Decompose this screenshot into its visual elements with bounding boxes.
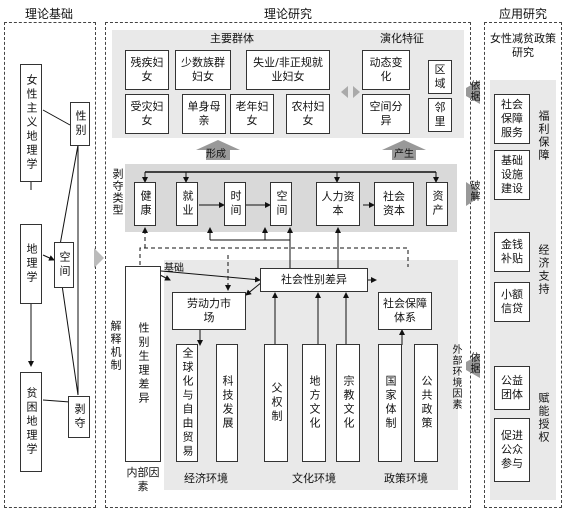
group-disabled: 残疾妇女 xyxy=(125,50,169,90)
culture-local: 地方文化 xyxy=(302,344,326,462)
groups-title: 主要群体 xyxy=(210,32,254,45)
social-security-system: 社会保障体系 xyxy=(378,292,432,330)
culture-env-label: 文化环境 xyxy=(292,472,336,485)
group-rural: 农村妇女 xyxy=(286,94,330,134)
app-infrastructure: 基础设施建设 xyxy=(494,150,530,200)
neighborhood-box: 邻里 xyxy=(428,98,452,132)
header-application: 应用研究 xyxy=(498,7,547,21)
empowerment-label: 赋能授权 xyxy=(537,392,550,444)
gender-box: 性别 xyxy=(70,102,90,146)
dep-employment: 就业 xyxy=(176,182,198,226)
culture-religion: 宗教文化 xyxy=(336,344,360,462)
poverty-geography-box: 贫困地理学 xyxy=(20,372,42,472)
evolution-title: 演化特征 xyxy=(380,32,424,45)
social-gender-diff: 社会性别差异 xyxy=(260,268,368,292)
explanation-mechanism-label: 解释机制 xyxy=(109,320,122,372)
space-box: 空间 xyxy=(54,242,74,288)
foundation-label: 基础 xyxy=(164,263,184,274)
culture-patriarchy: 父权制 xyxy=(264,344,288,462)
app-charity: 公益团体 xyxy=(494,366,530,410)
labor-market: 劳动力市场 xyxy=(172,292,246,330)
group-single-mother: 单身母亲 xyxy=(182,94,226,134)
policy-public: 公共政策 xyxy=(414,344,438,462)
deprivation-box: 剥夺 xyxy=(68,396,90,438)
welfare-label: 福利保障 xyxy=(537,110,550,162)
group-unemployed: 失业/非正规就业妇女 xyxy=(246,50,330,90)
application-title: 女性减贫政策研究 xyxy=(490,32,556,59)
policy-state-system: 国家体制 xyxy=(378,344,402,462)
solve-arrow-label: 破解 xyxy=(468,180,479,202)
theory-research-panel xyxy=(105,22,471,508)
geography-box: 地理学 xyxy=(20,224,42,304)
app-public-participation: 促进公众参与 xyxy=(494,418,530,482)
form-label: 形成 xyxy=(206,149,226,160)
dep-space: 空间 xyxy=(270,182,292,226)
economy-env-label: 经济环境 xyxy=(184,472,228,485)
dep-health: 健康 xyxy=(134,182,156,226)
econ-technology: 科技发展 xyxy=(216,344,238,462)
feminist-geography-box: 女性主义地理学 xyxy=(20,64,42,182)
policy-env-label: 政策环境 xyxy=(384,472,428,485)
region-box: 区域 xyxy=(428,60,452,94)
group-minority: 少数族群妇女 xyxy=(175,50,231,90)
internal-factor-label: 内部因素 xyxy=(126,466,160,493)
group-disaster: 受灾妇女 xyxy=(125,94,169,134)
dynamic-change: 动态变化 xyxy=(362,50,410,90)
header-theory-research: 理论研究 xyxy=(263,7,312,21)
app-social-security: 社会保障服务 xyxy=(494,94,530,144)
produce-label: 产生 xyxy=(394,149,414,160)
dep-social-capital: 社会资本 xyxy=(374,182,414,226)
app-subsidy: 金钱补贴 xyxy=(494,232,530,272)
economic-support-label: 经济支持 xyxy=(537,244,550,296)
group-elderly: 老年妇女 xyxy=(230,94,274,134)
gender-bio-diff: 性别生理差异 xyxy=(125,266,161,462)
application-panel xyxy=(484,22,562,508)
dep-assets: 资产 xyxy=(426,182,448,226)
econ-globalization: 全球化与自由贸易 xyxy=(176,344,198,462)
spatial-differentiation: 空间分异 xyxy=(362,94,410,134)
header-theory-basis: 理论基础 xyxy=(24,7,73,21)
external-factor-label: 外部环境因素 xyxy=(450,344,461,410)
basis-arrow-label: 依据 xyxy=(468,80,479,102)
dep-time: 时间 xyxy=(224,182,246,226)
app-microcredit: 小额信贷 xyxy=(494,282,530,322)
dep-human-capital: 人力资本 xyxy=(316,182,360,226)
deprivation-type-label: 剥夺类型 xyxy=(111,168,124,216)
basis-arrow-label-2: 依据 xyxy=(468,352,479,374)
